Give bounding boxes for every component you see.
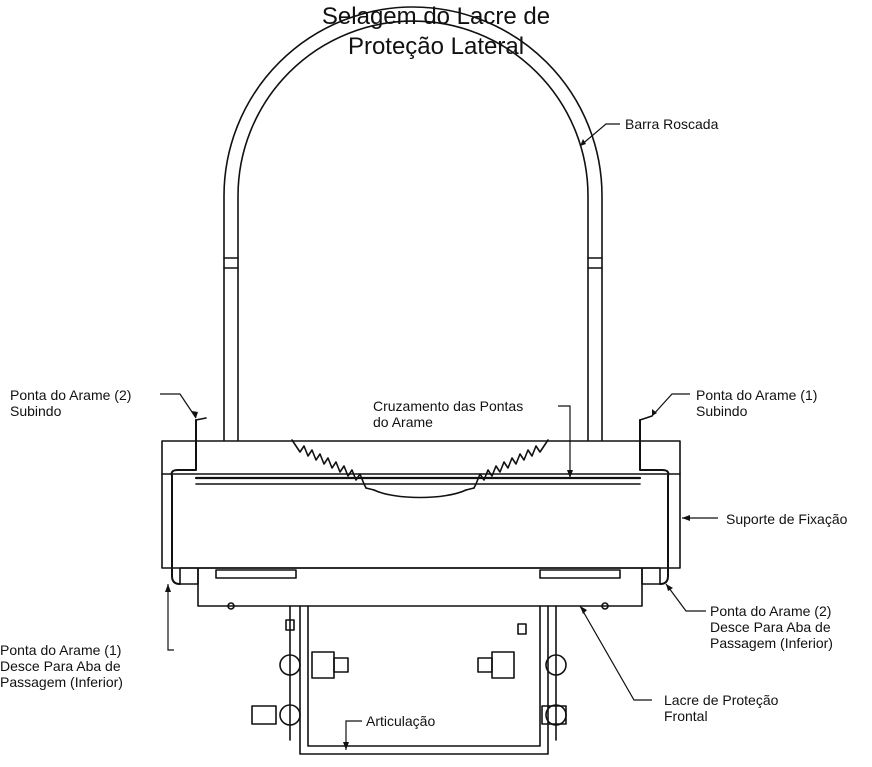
hinge-u xyxy=(299,605,549,755)
label-ponta-1-desce-line-2: Desce Para Aba de xyxy=(0,658,121,674)
label-barra-roscada: Barra Roscada xyxy=(625,116,719,132)
leader-cruzamento xyxy=(558,405,571,478)
bracket-body xyxy=(161,440,681,569)
label-suporte-de-fixacao: Suporte de Fixação xyxy=(726,511,848,527)
label-ponta-2-desce: Ponta do Arame (2) Desce Para Aba de Pas… xyxy=(710,603,833,651)
bolt-head-top-right xyxy=(545,654,567,676)
label-ponta-1-subindo: Ponta do Arame (1) Subindo xyxy=(696,387,817,419)
leader-ponta-1-subindo xyxy=(651,393,690,417)
label-ponta-2-desce-line-2: Desce Para Aba de xyxy=(710,619,831,635)
diagram-title-line-1: Selagem do Lacre de xyxy=(321,3,551,30)
label-ponta-1-desce: Ponta do Arame (1) Desce Para Aba de Pas… xyxy=(0,642,123,690)
label-lacre-frontal: Lacre de Proteção Frontal xyxy=(664,692,778,724)
u-bolt-outer xyxy=(223,6,603,441)
leader-ponta-2-subindo xyxy=(160,393,197,419)
label-lacre-frontal-line-2: Frontal xyxy=(664,708,708,724)
label-articulacao: Articulação xyxy=(366,713,436,729)
leader-barra-roscada xyxy=(579,123,620,147)
label-ponta-1-subindo-line-2: Subindo xyxy=(696,403,748,419)
label-cruzamento-line-2: do Arame xyxy=(373,414,433,430)
clamp-jaw-left xyxy=(291,439,367,489)
bolt-head-bottom-left xyxy=(279,704,301,726)
label-ponta-2-subindo: Ponta do Arame (2) Subindo xyxy=(10,387,131,419)
pipe-seat xyxy=(373,489,467,499)
leader-articulacao xyxy=(345,720,362,750)
leader-ponta-1-desce xyxy=(167,584,174,651)
clamp-jaw-right xyxy=(473,439,549,489)
label-lacre-frontal-line-1: Lacre de Proteção xyxy=(664,692,779,708)
diagram-title-line-2: Proteção Lateral xyxy=(347,33,525,60)
wire-left-down xyxy=(171,475,181,585)
wire-right-down xyxy=(659,475,669,585)
bolt-head-top-left xyxy=(279,654,301,676)
label-ponta-2-desce-line-1: Ponta do Arame (2) xyxy=(710,603,832,619)
label-cruzamento-line-1: Cruzamento das Pontas xyxy=(373,398,524,414)
label-ponta-2-subindo-line-1: Ponta do Arame (2) xyxy=(10,387,132,403)
label-ponta-1-subindo-line-1: Ponta do Arame (1) xyxy=(696,387,818,403)
leader-ponta-2-desce xyxy=(665,583,706,612)
wire-top-right xyxy=(639,419,670,477)
label-ponta-1-desce-line-1: Ponta do Arame (1) xyxy=(0,642,122,658)
wire-top xyxy=(170,419,197,477)
label-ponta-2-subindo-line-2: Subindo xyxy=(10,403,62,419)
label-ponta-2-desce-line-3: Passagem (Inferior) xyxy=(710,635,833,651)
label-ponta-1-desce-line-3: Passagem (Inferior) xyxy=(0,674,123,690)
lower-plate xyxy=(197,567,643,607)
label-cruzamento: Cruzamento das Pontas do Arame xyxy=(373,398,523,430)
u-bolt-inner xyxy=(237,20,589,441)
leader-lacre-frontal xyxy=(579,605,652,701)
